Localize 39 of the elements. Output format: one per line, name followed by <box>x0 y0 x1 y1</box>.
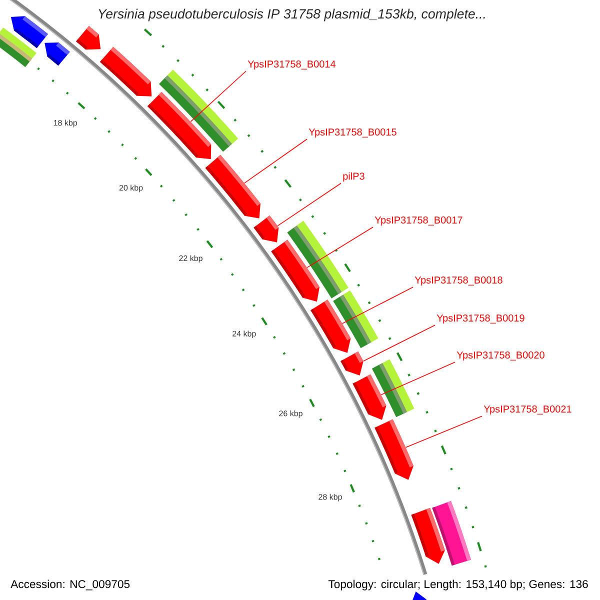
leader-line <box>190 70 246 122</box>
gene-bar <box>411 591 428 600</box>
gene-bar <box>352 374 386 420</box>
gene-bar <box>271 240 320 302</box>
gene-label: YpsIP31758_B0014 <box>248 60 336 70</box>
gene-label: YpsIP31758_B0018 <box>414 276 502 286</box>
scale-label: 24 kbp <box>232 330 256 338</box>
leader-line <box>405 416 482 448</box>
scale-label: 18 kbp <box>54 120 78 128</box>
scale-label: 20 kbp <box>119 184 143 192</box>
gene-label: YpsIP31758_B0019 <box>436 314 524 324</box>
leader-line <box>277 182 342 226</box>
leader-line <box>306 226 374 268</box>
scale-label: 28 kbp <box>318 494 342 502</box>
gene-label: YpsIP31758_B0021 <box>484 405 572 415</box>
leader-line <box>380 362 456 396</box>
gene-label: pilP3 <box>343 172 364 182</box>
accession-text: Accession: NC_009705 <box>10 580 130 590</box>
gene-label: YpsIP31758_B0015 <box>308 128 396 138</box>
leader-line <box>342 286 414 324</box>
leader-line <box>363 324 436 362</box>
gene-bar <box>340 351 364 376</box>
scale-label: 22 kbp <box>179 255 202 263</box>
gene-bar <box>374 419 414 480</box>
title: Yersinia pseudotuberculosis IP 31758 plasmid_153kb, complete... <box>98 8 485 22</box>
gene-bar <box>44 42 70 66</box>
summary-text: Topology: circular; Length: 153,140 bp; Genes: 136 <box>328 580 588 590</box>
gene-bar <box>205 154 260 218</box>
gene-bar <box>10 16 48 48</box>
gene-label: YpsIP31758_B0017 <box>374 216 462 226</box>
gene-bar <box>76 26 101 50</box>
gene-bar <box>411 508 445 564</box>
gene-bar <box>254 216 279 242</box>
leader-line <box>244 138 308 184</box>
scale-label: 26 kbp <box>279 410 302 418</box>
gene-bar <box>100 46 152 96</box>
gene-label: YpsIP31758_B0020 <box>456 351 544 361</box>
gene-bar <box>310 300 351 353</box>
gene-bar <box>147 92 212 160</box>
